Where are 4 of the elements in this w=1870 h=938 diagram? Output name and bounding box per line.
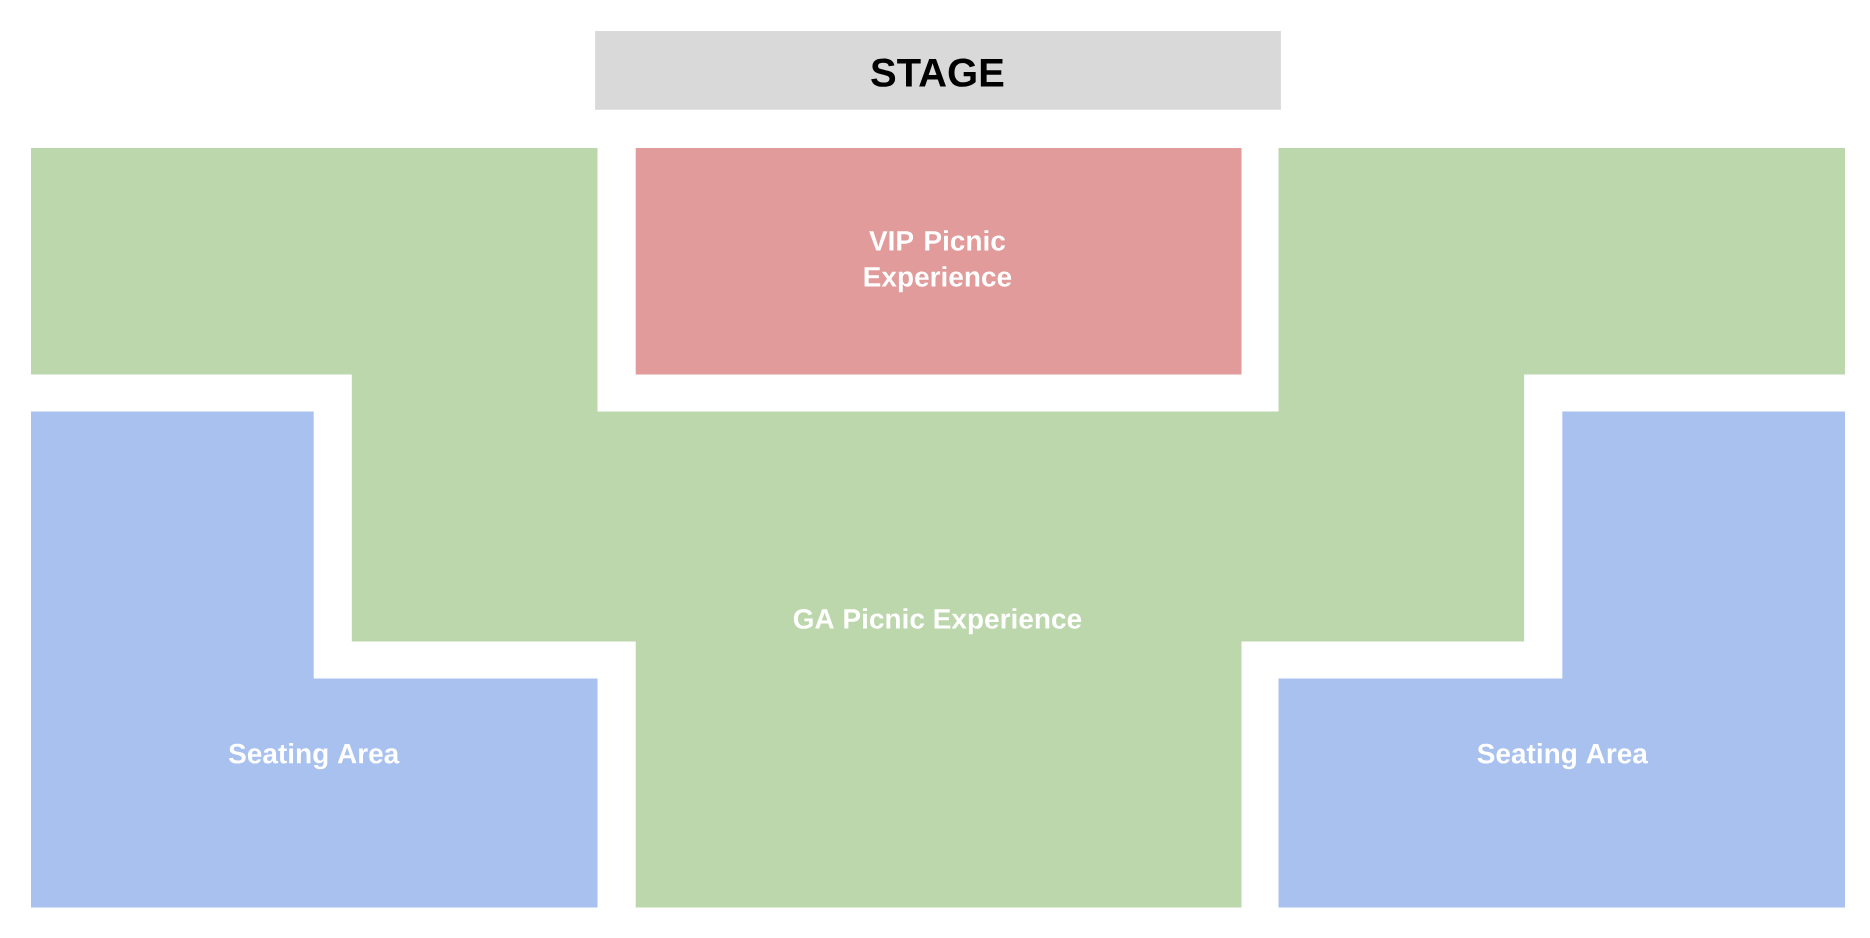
seating-area: Seating Area [1278, 411, 1845, 908]
vip-area: VIP Picnic Experience [635, 147, 1242, 375]
stage-banner: STAGE [595, 31, 1281, 110]
seating-area: Seating Area [31, 411, 598, 908]
